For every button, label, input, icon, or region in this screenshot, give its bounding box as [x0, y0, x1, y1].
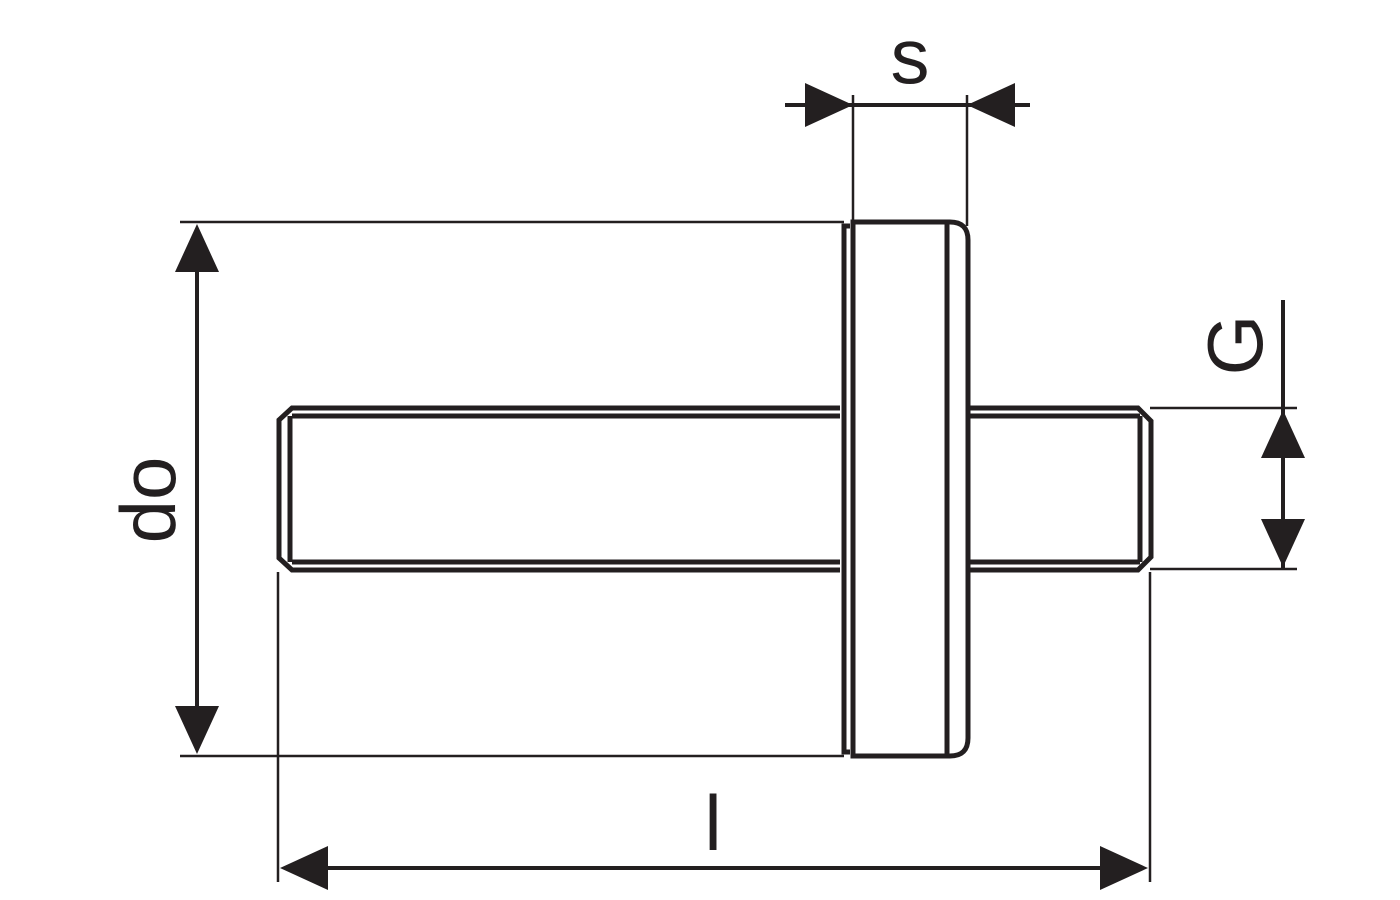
- do-arrow-bottom: [175, 706, 219, 754]
- l-arrow-right: [1100, 846, 1148, 890]
- left-shaft: [276, 405, 840, 573]
- label-s: s: [891, 12, 930, 100]
- flange: [841, 219, 971, 759]
- right-shaft: [968, 405, 1154, 573]
- G-arrow-top: [1261, 410, 1305, 458]
- label-G: G: [1191, 315, 1279, 376]
- G-arrow-bottom: [1261, 519, 1305, 567]
- extension-lines: [180, 95, 1297, 882]
- l-arrow-left: [280, 846, 328, 890]
- do-arrow-top: [175, 224, 219, 272]
- dimension-lines: [195, 103, 1285, 870]
- label-do: do: [104, 457, 192, 544]
- s-arrow-left: [805, 83, 853, 127]
- label-l: l: [704, 779, 721, 867]
- s-arrow-right: [967, 83, 1015, 127]
